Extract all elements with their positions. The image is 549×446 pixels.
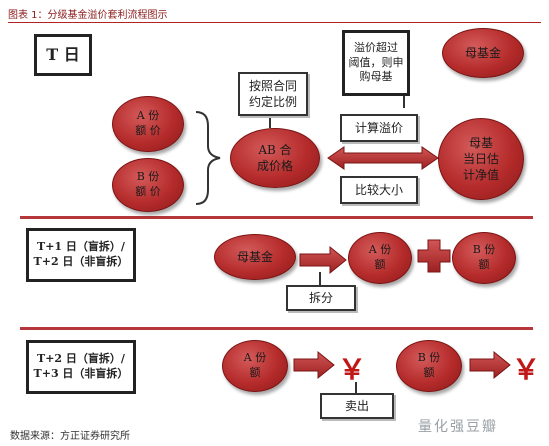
t2-day-label: T+2 日（盲拆）/ T+3 日（非盲拆）	[26, 340, 136, 394]
merge-brace	[195, 111, 221, 205]
split-box: 拆分	[286, 285, 356, 311]
yen-icon-b: ￥	[512, 353, 541, 386]
compare-double-arrow	[327, 146, 439, 170]
t2-b-share: B 份 额	[396, 340, 462, 392]
sell-arrow-b	[469, 350, 511, 380]
compare-box: 比较大小	[340, 176, 418, 204]
data-source-note: 数据来源：方正证券研究所	[10, 431, 130, 442]
sell-arrow-a	[293, 350, 335, 380]
calc-premium-box: 计算溢价	[340, 114, 418, 142]
t1-a-share: A 份 额	[348, 232, 412, 284]
figure-caption: 图表 1：分级基金溢价套利流程图示	[8, 10, 168, 21]
split-arrow	[299, 245, 347, 275]
t1-parent-fund: 母基金	[214, 234, 296, 280]
t-day-label: T 日	[34, 34, 92, 76]
t-a-share-price: A 份 额 价	[112, 96, 184, 152]
ab-merged-price: AB 合 成价格	[230, 128, 320, 188]
t1-b-share: B 份 额	[452, 232, 516, 284]
watermark: 量化强豆瓣	[418, 419, 498, 435]
section-divider-2	[20, 327, 533, 330]
plus-sign	[417, 239, 451, 273]
caption-rule	[8, 22, 541, 23]
yen-icon-a: ￥	[338, 353, 367, 386]
t1-day-label: T+1 日（盲拆）/ T+2 日（非盲拆）	[26, 228, 136, 282]
t-b-share-price: B 份 额 价	[112, 158, 184, 212]
parent-nav-estimate: 母基 当日估 计净值	[438, 118, 524, 200]
t2-a-share: A 份 额	[222, 340, 288, 392]
contract-ratio-box: 按照合同 约定比例	[238, 72, 308, 116]
t-parent-fund: 母基金	[442, 28, 524, 78]
sell-box: 卖出	[320, 393, 394, 419]
section-divider-1	[20, 216, 533, 219]
premium-threshold-box: 溢价超过 阈值，则申 购母基	[342, 30, 410, 96]
